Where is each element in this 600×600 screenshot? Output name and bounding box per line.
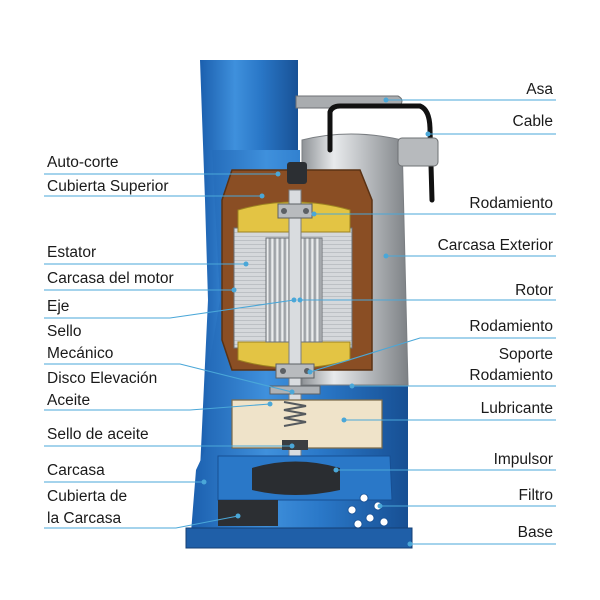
label-lubricante: Lubricante [480,400,553,417]
cable [327,103,435,203]
casing-cover [218,500,278,526]
auto-cut-switch [287,162,307,184]
oil-lift-disk [269,385,321,395]
label-filtro: Filtro [518,487,553,504]
label-cubierta-superior: Cubierta Superior [47,178,169,195]
label-sello-mecanico-1: Sello [47,323,82,340]
label-carcasa: Carcasa [47,462,105,479]
label-eje: Eje [47,298,70,315]
label-impulsor: Impulsor [493,451,553,468]
label-estator: Estator [47,244,97,261]
cable-gland [397,137,439,167]
label-cable: Cable [512,113,554,130]
label-rodamiento-superior: Rodamiento [469,195,553,212]
label-base: Base [517,524,553,541]
label-soporte-rodamiento-2: Rodamiento [469,367,553,384]
label-asa: Asa [526,81,553,98]
leaders-left [44,171,297,529]
label-rotor: Rotor [515,282,553,299]
label-cubierta-carcasa-2: la Carcasa [47,510,122,527]
label-auto-corte: Auto-corte [47,154,119,171]
label-disco-elevacion-1: Disco Elevación [47,370,158,387]
label-carcasa-exterior: Carcasa Exterior [437,237,553,254]
label-sello-aceite: Sello de aceite [47,426,149,443]
label-soporte-rodamiento-1: Soporte [498,346,553,363]
oil-chamber [231,399,383,449]
label-carcasa-motor: Carcasa del motor [47,270,174,287]
label-sello-mecanico-2: Mecánico [47,345,114,362]
label-rodamiento-inferior: Rodamiento [469,318,553,335]
label-cubierta-carcasa-1: Cubierta de [47,488,128,505]
leaders-right [297,97,556,547]
label-disco-elevacion-2: Aceite [47,392,91,409]
upper-bearing [277,203,313,219]
impeller [252,461,340,495]
mechanical-seal [283,401,307,427]
oil-seal [282,440,308,450]
base-plate [185,527,413,549]
